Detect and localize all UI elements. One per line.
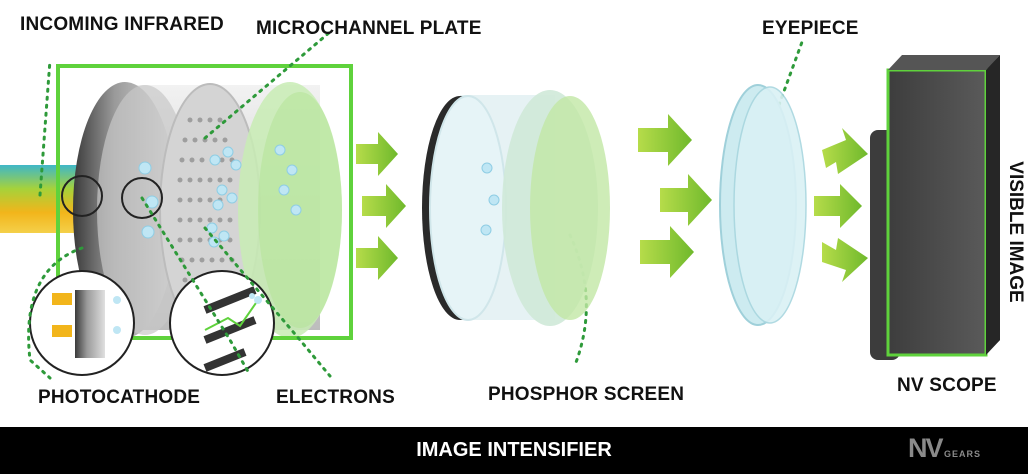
- label-visible-image: VISIBLE IMAGE: [1005, 161, 1026, 303]
- label-photocathode: PHOTOCATHODE: [38, 387, 201, 408]
- label-microchannel-plate: MICROCHANNEL PLATE: [256, 18, 482, 39]
- brand-gears: GEARS: [944, 449, 982, 459]
- photocathode-zoom-marker: [61, 175, 103, 217]
- electron-particles: [138, 144, 302, 248]
- label-eyepiece: EYEPIECE: [762, 18, 859, 39]
- arrows-after-eyepiece: [814, 128, 868, 282]
- arrows-after-intensifier: [356, 132, 406, 280]
- label-nv-scope: NV SCOPE: [897, 375, 997, 396]
- label-electrons: ELECTRONS: [276, 387, 395, 408]
- footer-title: IMAGE INTENSIFIER: [416, 439, 612, 461]
- label-phosphor-screen: PHOSPHOR SCREEN: [488, 384, 685, 405]
- footer-bar: IMAGE INTENSIFIER NV GEARS: [0, 427, 1028, 474]
- infrared-beam: [0, 165, 78, 233]
- leader-lines: [27, 30, 804, 380]
- brand-nv: NV: [908, 433, 943, 463]
- label-incoming-infrared: INCOMING INFRARED: [20, 14, 224, 35]
- nv-scope: [886, 68, 988, 357]
- arrows-after-phosphor: [638, 114, 712, 278]
- electrons-zoom-marker: [121, 177, 163, 219]
- label-visible-image-wrapper: VISIBLE IMAGE: [1005, 132, 1026, 332]
- diagram-graphics: [0, 30, 1000, 380]
